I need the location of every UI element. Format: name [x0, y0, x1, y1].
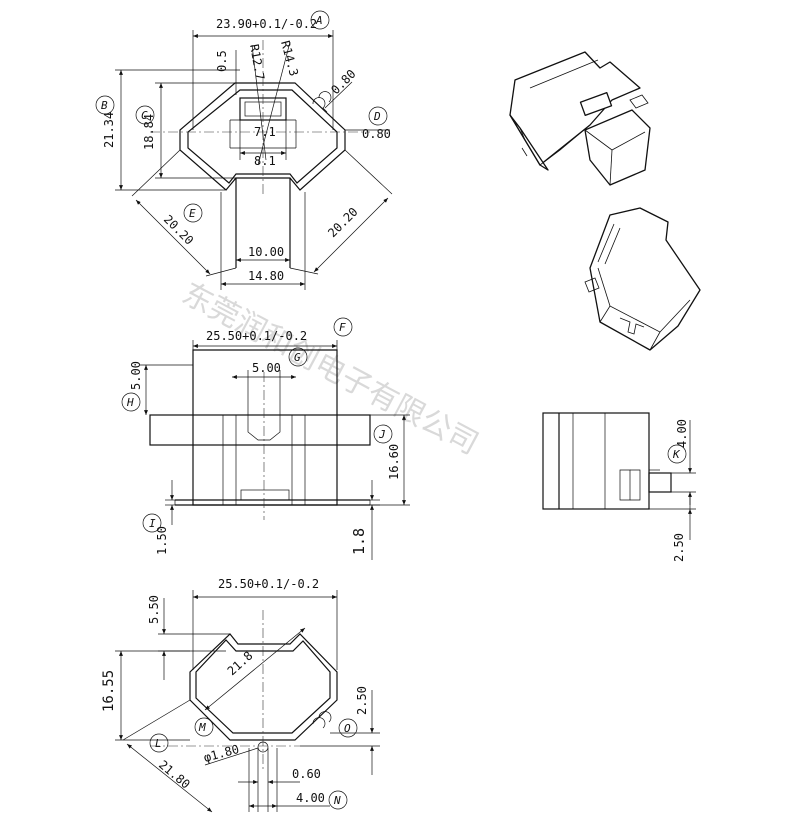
callout-l: L — [155, 737, 162, 750]
callout-g: G — [294, 351, 301, 364]
dim-1-50: 1.50 — [155, 526, 169, 555]
dim-4-00-bottom: 4.00 — [296, 791, 325, 805]
dim-2-50-bottom: 2.50 — [355, 686, 369, 715]
dim-21-80: 21.80 — [156, 758, 193, 792]
callout-i: I — [149, 517, 156, 530]
dim-16-60: 16.60 — [387, 444, 401, 480]
callout-j: J — [378, 428, 386, 441]
dim-1-8: 1.8 — [350, 528, 368, 555]
front-width-dim: 25.50+0.1/-0.2 — [206, 329, 307, 343]
callout-e: E — [189, 207, 196, 220]
dim-0-80-b: 0.80 — [362, 127, 391, 141]
callout-n: N — [333, 794, 341, 807]
callout-f: F — [339, 321, 346, 334]
callout-a: A — [315, 14, 323, 27]
callout-d: D — [373, 110, 381, 123]
dim-0-60: 0.60 — [292, 767, 321, 781]
bottom-width-dim: 25.50+0.1/-0.2 — [218, 577, 319, 591]
dim-5-00-height: 5.00 — [129, 361, 143, 390]
dim-phi-1-80: φ1.80 — [202, 742, 241, 765]
bottom-view: 25.50+0.1/-0.2 5.50 21.8 16.55 2.50 O M … — [101, 577, 380, 813]
dim-21-34: 21.34 — [102, 112, 116, 148]
top-view: 23.90+0.1/-0.2 A R12.7 R14.3 0.5 0.80 D … — [95, 10, 393, 290]
radius-12-7: R12.7 — [247, 43, 267, 81]
isometric-view-top — [509, 51, 651, 186]
side-view: 4.00 K 2.50 — [542, 412, 696, 562]
callout-b: B — [101, 99, 108, 112]
dim-21-8-diag: 21.8 — [225, 648, 256, 678]
dim-8-1: 8.1 — [254, 154, 276, 168]
dim-14-80: 14.80 — [248, 269, 284, 283]
callout-o: O — [344, 722, 351, 735]
callout-h: H — [126, 396, 134, 409]
dim-16-55: 16.55 — [101, 670, 117, 712]
dim-10-00: 10.00 — [248, 245, 284, 259]
top-width-dim: 23.90+0.1/-0.2 — [216, 17, 317, 31]
radius-14-3: R14.3 — [278, 39, 301, 78]
dim-2-50-side: 2.50 — [672, 533, 686, 562]
dim-0-5: 0.5 — [215, 50, 229, 72]
dim-5-00-width: 5.00 — [252, 361, 281, 375]
isometric-view-bottom — [584, 207, 701, 351]
dim-5-50: 5.50 — [147, 595, 161, 624]
dim-7-1: 7.1 — [254, 125, 276, 139]
front-view: 25.50+0.1/-0.2 F 5.00 G 5.00 H 16.60 J 1… — [121, 317, 410, 560]
dim-4-00-side: 4.00 — [675, 419, 689, 448]
callout-c: C — [141, 109, 148, 122]
callout-k: K — [672, 448, 681, 461]
callout-m: M — [198, 721, 206, 734]
dim-18-84: 18.84 — [142, 114, 156, 150]
watermark: 东莞润和创电子有限公司 — [176, 276, 484, 462]
dim-20-20-right: 20.20 — [325, 205, 360, 240]
